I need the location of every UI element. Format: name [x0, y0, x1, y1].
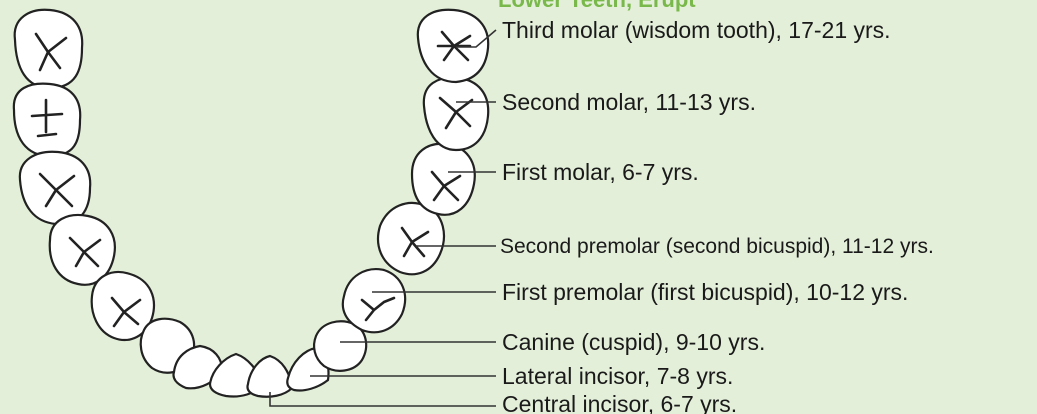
- label-first-premolar: First premolar (first bicuspid), 10-12 y…: [502, 279, 908, 305]
- label-canine: Canine (cuspid), 9-10 yrs.: [502, 329, 765, 355]
- label-lateral-incisor: Lateral incisor, 7-8 yrs.: [502, 363, 733, 389]
- right-first-premolar: [343, 269, 405, 332]
- diagram-header: Lower Teeth, Erupt: [498, 0, 696, 12]
- label-second-molar: Second molar, 11-13 yrs.: [502, 89, 756, 115]
- left-first-molar: [20, 152, 90, 224]
- label-first-molar: First molar, 6-7 yrs.: [502, 159, 699, 185]
- label-central-incisor: Central incisor, 6-7 yrs.: [502, 391, 737, 414]
- left-second-molar: [14, 84, 80, 156]
- right-second-molar: [424, 78, 488, 150]
- right-central-incisor: [247, 356, 292, 397]
- label-second-premolar: Second premolar (second bicuspid), 11-12…: [500, 235, 934, 258]
- label-third-molar: Third molar (wisdom tooth), 17-21 yrs.: [502, 17, 891, 43]
- right-first-molar: [412, 144, 475, 215]
- left-third-molar: [15, 10, 83, 88]
- leader-central-incisor: [270, 392, 496, 406]
